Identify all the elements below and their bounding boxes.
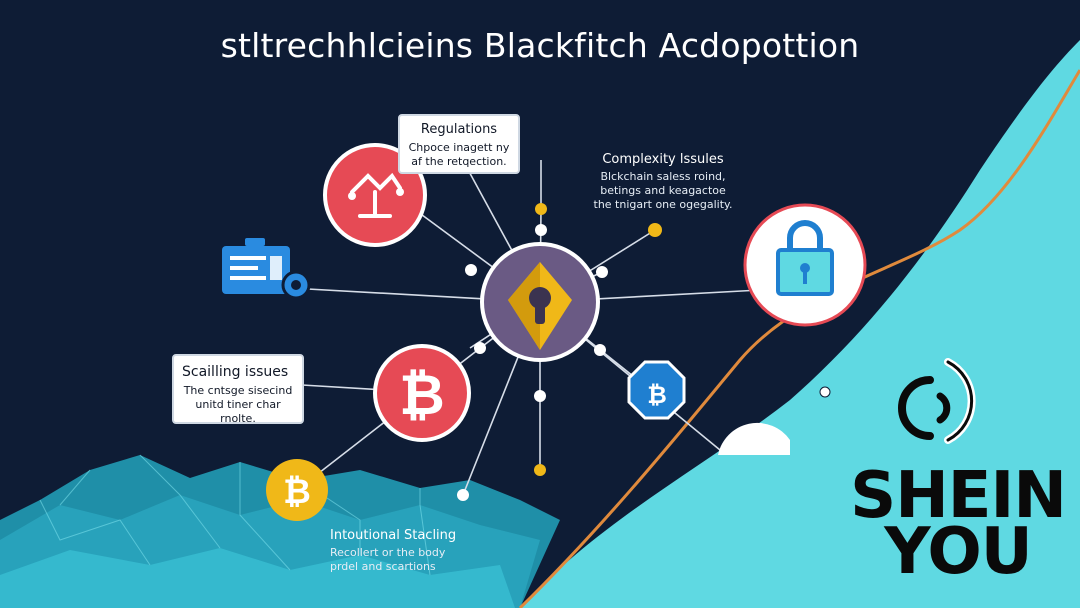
callout-line: af the retqection. bbox=[411, 155, 507, 168]
hub-node bbox=[480, 242, 600, 362]
callout-line: The cntsge sisecind bbox=[183, 384, 293, 397]
callout-heading: Intoutional Stacling bbox=[330, 528, 457, 543]
callout-heading: Complexity lssules bbox=[602, 152, 724, 167]
bitcoin-icon: ₿ bbox=[399, 363, 445, 428]
sound-wave-logo-icon bbox=[898, 358, 976, 444]
brand-line-2: YOU bbox=[884, 515, 1032, 589]
teal-wave-shape bbox=[520, 40, 1080, 608]
padlock-node bbox=[743, 203, 867, 327]
complexity-callout: Complexity lssules Blckchain saless roin… bbox=[578, 152, 748, 212]
partial-node bbox=[718, 422, 790, 455]
bitcoin-node-small: ₿ bbox=[266, 459, 328, 521]
callout-line: prdel and scartions bbox=[330, 560, 436, 573]
shield-keyhole-icon bbox=[508, 262, 572, 350]
junction-dots bbox=[457, 203, 662, 501]
bitcoin-icon: ₿ bbox=[283, 472, 311, 512]
callout-line: betings and keagactoe bbox=[600, 184, 726, 197]
padlock-icon bbox=[776, 220, 834, 296]
page-title: stltrechhlcieins Blackfitch Acdopottion bbox=[220, 26, 860, 65]
bitcoin-node-large: ₿ bbox=[373, 344, 471, 442]
scales-icon bbox=[348, 172, 404, 218]
brand-wordmark: SHEIN YOU bbox=[838, 459, 1078, 589]
callout-heading: Scailling issues bbox=[182, 364, 289, 380]
callout-line: Chpoce inagett ny bbox=[408, 141, 510, 154]
stacking-callout: Intoutional Stacling Recollert or the bo… bbox=[330, 528, 500, 574]
scaling-callout: Scailling issues The cntsge sisecind uni… bbox=[172, 354, 304, 425]
polygon-terrain bbox=[0, 454, 560, 608]
regulations-callout: Regulations Chpoce inagett ny af the ret… bbox=[398, 114, 520, 174]
bitcoin-badge-node: ₿ bbox=[627, 360, 686, 420]
callout-line: Blckchain saless roind, bbox=[600, 170, 726, 183]
junction-dot bbox=[819, 386, 831, 398]
document-card-icon bbox=[222, 238, 311, 300]
callout-line: unitd tiner char rnolte. bbox=[195, 398, 281, 425]
callout-heading: Regulations bbox=[420, 122, 498, 137]
callout-line: the tnigart one ogegality. bbox=[593, 198, 733, 211]
brand-line-1: SHEIN bbox=[850, 459, 1067, 533]
callout-line: Recollert or the body bbox=[330, 546, 446, 559]
bitcoin-octagon-icon: ₿ bbox=[647, 381, 667, 409]
